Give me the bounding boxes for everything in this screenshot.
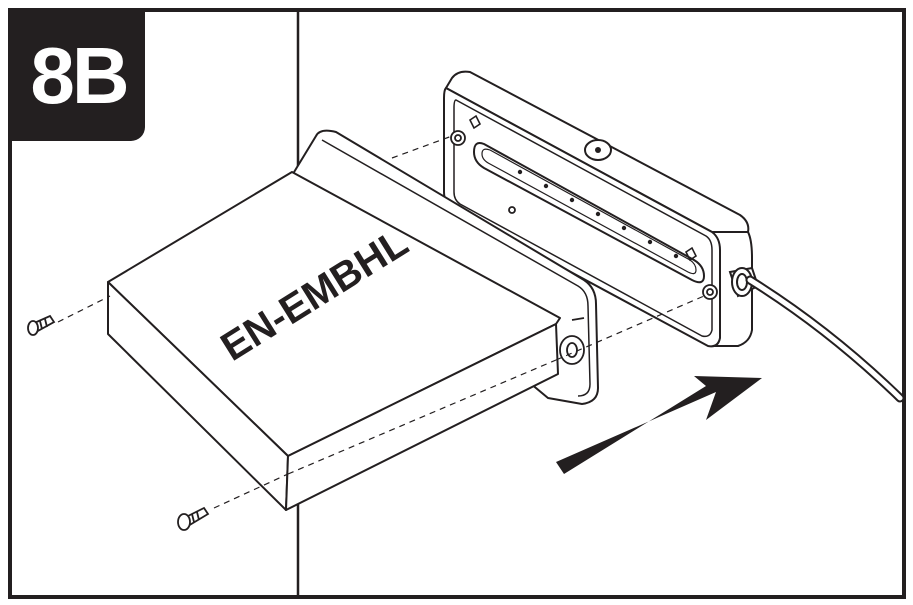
arrow-icon	[556, 376, 762, 474]
cover-fixing-hole	[559, 317, 585, 365]
screw-icon	[27, 314, 56, 336]
base-fixing-holes	[450, 130, 718, 300]
led-dots	[517, 169, 679, 259]
alignment-lines	[57, 135, 705, 509]
power-cable-inner	[747, 277, 903, 401]
screw-icon	[177, 506, 210, 531]
power-cable	[745, 275, 905, 403]
sensor-center	[595, 147, 601, 153]
outer-frame	[8, 8, 906, 599]
base-clips	[468, 114, 698, 262]
step-number: 8B	[30, 31, 129, 120]
step-badge	[12, 10, 145, 141]
